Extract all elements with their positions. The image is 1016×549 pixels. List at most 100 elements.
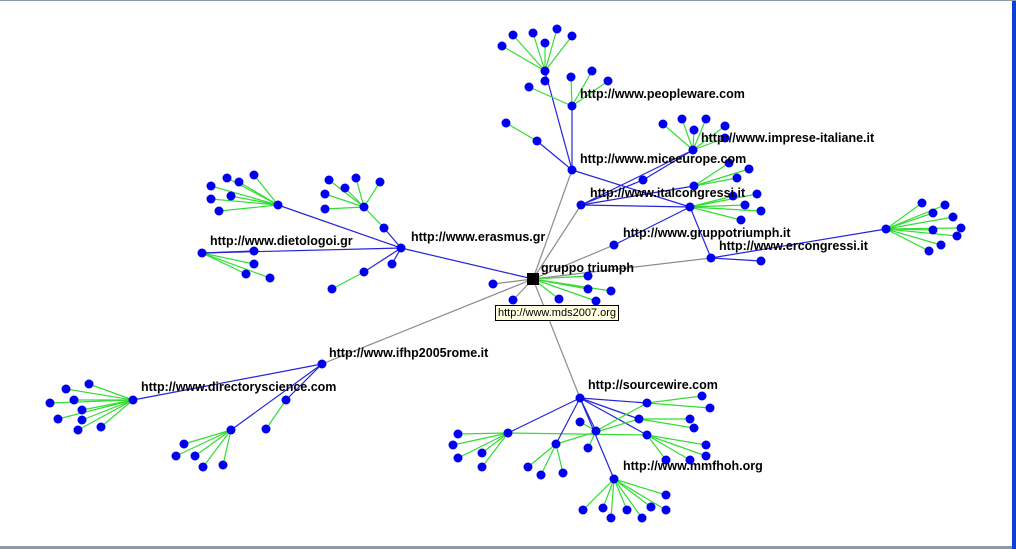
node-g4[interactable] — [756, 206, 766, 216]
node-y2[interactable] — [171, 451, 181, 461]
node-k3[interactable] — [732, 173, 742, 183]
node-z5[interactable] — [956, 223, 966, 233]
node-up[interactable] — [540, 66, 550, 76]
node-mm7[interactable] — [661, 505, 671, 515]
node-c1[interactable] — [488, 279, 498, 289]
node-d3[interactable] — [234, 177, 244, 187]
node-w6a[interactable] — [523, 462, 533, 472]
label-imprese-italiane[interactable]: http://www.imprese-italiane.it — [701, 131, 875, 145]
label-directoryscience[interactable]: http://www.directoryscience.com — [141, 380, 336, 394]
label-miceeurope[interactable]: http://www.miceeurope.com — [580, 152, 746, 166]
node-q4[interactable] — [375, 177, 385, 187]
node-s5[interactable] — [77, 405, 87, 415]
node-z4[interactable] — [948, 212, 958, 222]
node-mm1[interactable] — [578, 505, 588, 515]
node-i3[interactable] — [689, 125, 699, 135]
node-sw[interactable] — [575, 393, 585, 403]
node-k2[interactable] — [744, 164, 754, 174]
node-r1[interactable] — [359, 267, 369, 277]
node-q[interactable] — [379, 223, 389, 233]
node-w5[interactable] — [503, 428, 513, 438]
node-s7[interactable] — [77, 415, 87, 425]
node-p1[interactable] — [524, 82, 534, 92]
label-dietologoi[interactable]: http://www.dietologoi.gr — [210, 234, 353, 248]
node-mm5[interactable] — [637, 513, 647, 523]
node-w4a[interactable] — [575, 417, 585, 427]
node-s3[interactable] — [45, 398, 55, 408]
node-q1[interactable] — [324, 175, 334, 185]
node-w1b[interactable] — [705, 403, 715, 413]
node-y5[interactable] — [218, 460, 228, 470]
node-d2[interactable] — [222, 173, 232, 183]
node-imp[interactable] — [688, 145, 698, 155]
node-q2[interactable] — [340, 183, 350, 193]
label-italcongressi[interactable]: http://www.italcongressi.it — [590, 186, 746, 200]
node-w5b[interactable] — [448, 440, 458, 450]
label-ercongressi[interactable]: http://www.ercongressi.it — [719, 239, 869, 253]
node-d4[interactable] — [249, 170, 259, 180]
node-u1[interactable] — [497, 41, 507, 51]
node-p2[interactable] — [566, 72, 576, 82]
node-mm[interactable] — [609, 474, 619, 484]
node-w3b[interactable] — [701, 451, 711, 461]
node-u7[interactable] — [540, 76, 550, 86]
node-t1[interactable] — [249, 259, 259, 269]
node-u4[interactable] — [540, 38, 550, 48]
node-pw[interactable] — [567, 101, 577, 111]
node-s9[interactable] — [96, 422, 106, 432]
node-f1[interactable] — [281, 395, 291, 405]
node-w4b[interactable] — [583, 443, 593, 453]
node-w3c[interactable] — [661, 455, 671, 465]
node-k1[interactable] — [724, 158, 734, 168]
node-w6b[interactable] — [536, 470, 546, 480]
node-fh[interactable] — [226, 425, 236, 435]
label-erasmus[interactable]: http://www.erasmus.gr — [411, 230, 545, 244]
node-h2[interactable] — [689, 181, 699, 191]
node-s2[interactable] — [61, 384, 71, 394]
node-c2[interactable] — [508, 295, 518, 305]
node-e1[interactable] — [756, 256, 766, 266]
node-s1[interactable] — [84, 379, 94, 389]
node-r2[interactable] — [327, 284, 337, 294]
node-w3[interactable] — [642, 430, 652, 440]
node-w5c[interactable] — [453, 453, 463, 463]
node-w5d[interactable] — [477, 448, 487, 458]
node-u5[interactable] — [552, 24, 562, 34]
node-p3[interactable] — [587, 66, 597, 76]
node-c7[interactable] — [591, 296, 601, 306]
node-mice[interactable] — [567, 165, 577, 175]
node-c5[interactable] — [606, 286, 616, 296]
node-a[interactable] — [576, 200, 586, 210]
node-diet[interactable] — [197, 248, 207, 258]
node-gtn[interactable] — [609, 240, 619, 250]
node-w3d[interactable] — [685, 455, 695, 465]
node-u2[interactable] — [508, 30, 518, 40]
node-r3[interactable] — [387, 259, 397, 269]
node-w3a[interactable] — [701, 440, 711, 450]
node-w2b[interactable] — [689, 423, 699, 433]
label-ifhp2005rome[interactable]: http://www.ifhp2005rome.it — [329, 346, 489, 360]
node-u3[interactable] — [528, 28, 538, 38]
label-sourcewire[interactable]: http://sourcewire.com — [588, 378, 718, 392]
node-f2[interactable] — [261, 424, 271, 434]
node-b[interactable] — [638, 175, 648, 185]
node-q5[interactable] — [320, 189, 330, 199]
node-y3[interactable] — [190, 451, 200, 461]
node-d7[interactable] — [214, 206, 224, 216]
node-g2[interactable] — [752, 189, 762, 199]
node-mm2[interactable] — [598, 503, 608, 513]
node-d1[interactable] — [206, 181, 216, 191]
label-peopleware[interactable]: http://www.peopleware.com — [580, 87, 745, 101]
node-s8[interactable] — [73, 425, 83, 435]
node-i2[interactable] — [677, 114, 687, 124]
node-w2a[interactable] — [685, 414, 695, 424]
node-z7[interactable] — [952, 231, 962, 241]
node-mm4[interactable] — [622, 505, 632, 515]
node-w4[interactable] — [591, 426, 601, 436]
node-u6[interactable] — [567, 31, 577, 41]
node-y1[interactable] — [179, 439, 189, 449]
node-t3[interactable] — [265, 273, 275, 283]
node-ifhp[interactable] — [317, 359, 327, 369]
